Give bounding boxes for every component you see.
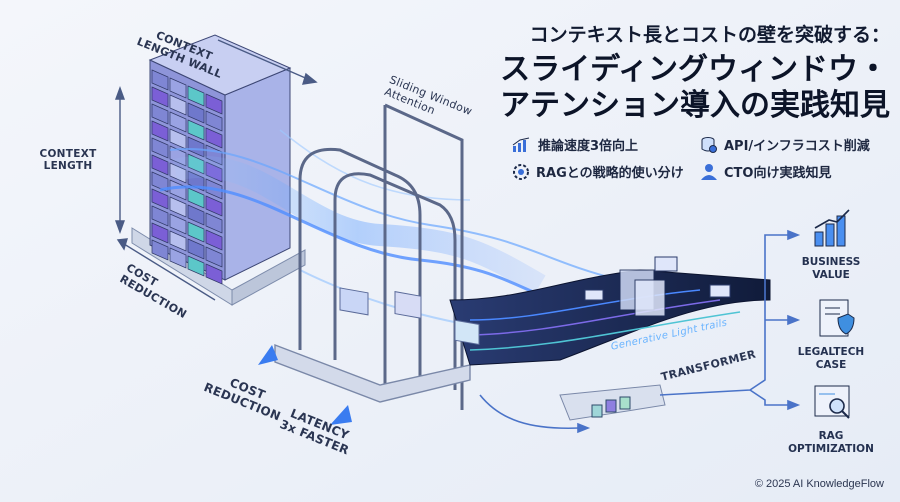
wall-cell [187,255,205,277]
wall-cell [169,196,187,218]
feature-cost: API/インフラコスト削減 [700,135,870,154]
title-line-2: スライディングウィンドウ・ [500,52,888,87]
database-coin-icon [701,136,717,153]
transformer-belt [339,256,771,366]
feature-cto: CTO向け実践知見 [700,162,831,181]
wall-cell [187,204,205,226]
chart-up-icon [512,137,530,152]
output-connectors [479,229,801,434]
wall-cell [151,103,169,125]
wall-cell [169,230,187,252]
wall-cell [169,111,187,133]
wall-cell [205,212,223,234]
bar-chart-icon [814,209,850,247]
bottom-arrows [258,345,352,425]
wall-cell [187,102,205,124]
wall-cell [151,154,169,176]
context-length-label: CONTEXT LENGTH [39,148,97,173]
wall-cell [169,77,187,99]
wall-cell [187,85,205,107]
wall-cell [151,205,169,227]
feature-rag: RAGとの戦略的使い分け [512,162,684,181]
feature-cost-text: API/インフラコスト削減 [724,139,870,154]
wall-cell [205,127,223,149]
magnifier-icon [814,385,850,419]
wall-cell [151,69,169,91]
title-line-3-text: アテンション導入の実践知見 [500,88,890,123]
gear-brain-icon [513,163,529,180]
title-line-3: アテンション導入の実践知見 [500,88,890,123]
wall-cell [205,110,223,132]
document-shield-icon [819,299,855,337]
wall-cell [205,195,223,217]
wall-cell [151,137,169,159]
wall-cell [205,93,223,115]
feature-speed: 推論速度3倍向上 [512,135,638,154]
title-line-2-text: スライディングウィンドウ・ [500,52,888,87]
wall-cell [169,213,187,235]
wall-cell [151,239,169,261]
wall-cell [151,86,169,108]
copyright: © 2025 AI KnowledgeFlow [754,478,884,490]
wall-cell [205,263,223,285]
legaltech-case-label: LEGALTECH CASE [797,346,865,371]
rag-optimization-label: RAG OPTIMIZATION [788,430,874,455]
wall-cell [187,119,205,141]
feature-cto-text: CTO向け実践知見 [724,166,832,181]
title-line-1: コンテキスト長とコストの壁を突破する： [529,24,890,46]
feature-speed-text: 推論速度3倍向上 [538,139,639,154]
wall-cell [169,247,187,269]
lower-tray [559,384,666,421]
wall-cell [187,221,205,243]
feature-rag-text: RAGとの戦略的使い分け [536,166,684,181]
wall-cell [205,246,223,268]
wall-cell [151,120,169,142]
person-icon [701,163,717,180]
business-value-label: BUSINESS VALUE [801,256,861,281]
wall-cell [187,238,205,260]
context-length-arrow [115,39,318,301]
wall-cell [205,229,223,251]
wall-cell [187,187,205,209]
wall-cell [151,188,169,210]
wall-cell [169,94,187,116]
wall-cell [151,222,169,244]
wall-cell [151,171,169,193]
